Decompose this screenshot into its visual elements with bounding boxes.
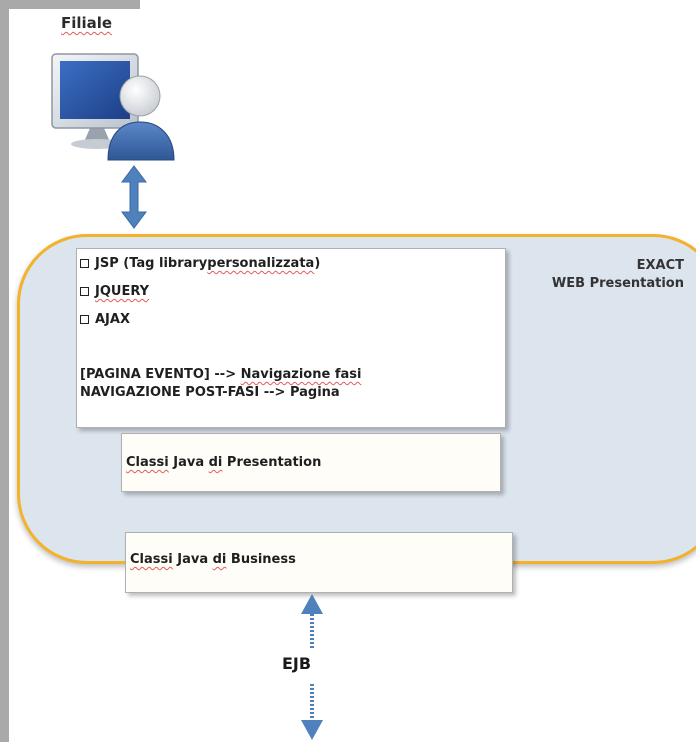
environment-title: EXACT WEB Presentation	[520, 257, 684, 293]
presentation-word-java: Java	[168, 455, 209, 470]
tech-item-ajax-label: AJAX	[95, 312, 130, 327]
ejb-label: EJB	[282, 654, 312, 673]
tech-item-jsp-suffix: )	[314, 256, 321, 271]
business-classes-box	[125, 532, 513, 593]
business-word-java: Java	[172, 552, 213, 567]
client-label-text: Filiale	[61, 14, 113, 32]
presentation-classes-label: Classi Java di Presentation	[126, 455, 321, 470]
presentation-word-di: di	[208, 455, 223, 470]
business-word-business: Business	[226, 552, 296, 567]
presentation-word-presentation: Presentation	[222, 455, 322, 470]
presentation-classes-box	[121, 433, 501, 492]
navigation-line-2: NAVIGAZIONE POST-FASI --> Pagina	[80, 385, 340, 400]
tech-item-ajax: AJAX	[80, 312, 130, 327]
workstation-user-icon	[51, 53, 175, 161]
business-word-classi: Classi	[130, 552, 173, 567]
environment-title-line2: WEB Presentation	[551, 276, 684, 291]
navigation-line-2-text: NAVIGAZIONE POST-FASI --> Pagina	[80, 385, 340, 400]
client-double-arrow	[121, 165, 147, 229]
tech-item-jquery-label: JQUERY	[95, 284, 150, 299]
left-frame-stripe	[0, 0, 9, 742]
environment-title-line1: EXACT	[636, 258, 684, 273]
navigation-line-1-prefix: [PAGINA EVENTO] -->	[80, 367, 241, 382]
navigation-line-1-squiggle: Navigazione fasi	[240, 367, 362, 382]
technology-box	[76, 248, 506, 428]
business-word-di: di	[212, 552, 227, 567]
top-frame-stripe	[0, 0, 140, 9]
tech-item-jquery: JQUERY	[80, 284, 149, 299]
bullet-square-icon	[80, 315, 89, 324]
presentation-word-classi: Classi	[126, 455, 169, 470]
tech-item-jsp-squiggle: personalizzata	[207, 256, 315, 271]
client-label: Filiale	[61, 14, 112, 32]
ejb-dotted-double-arrow	[301, 594, 323, 740]
tech-item-jsp: JSP (Tag library personalizzata)	[80, 256, 320, 271]
navigation-line-1: [PAGINA EVENTO] --> Navigazione fasi	[80, 367, 361, 382]
bullet-square-icon	[80, 259, 89, 268]
bullet-square-icon	[80, 287, 89, 296]
business-classes-label: Classi Java di Business	[130, 552, 296, 567]
tech-item-jsp-prefix: JSP (Tag library	[95, 256, 208, 271]
